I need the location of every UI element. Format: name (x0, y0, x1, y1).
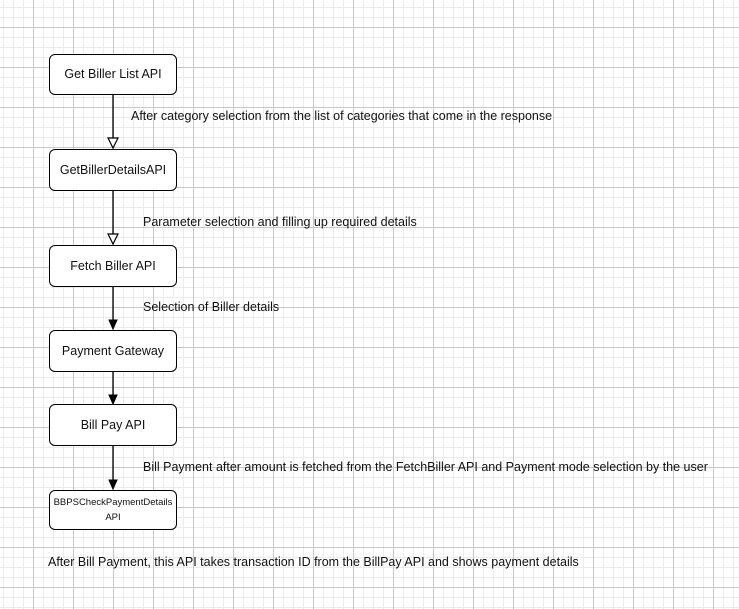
edge-label-bill-payment: Bill Payment after amount is fetched fro… (143, 460, 708, 474)
edge-fetch-biller-to-payment-gateway[interactable] (108, 287, 118, 331)
edge-label-biller-details-selection: Selection of Biller details (143, 300, 280, 314)
edge-label-parameter-selection: Parameter selection and filling up requi… (143, 215, 417, 229)
node-bbps-check-payment-details-api[interactable]: BBPSCheckPaymentDetails API (49, 490, 177, 530)
node-get-biller-details-api[interactable]: GetBillerDetailsAPI (49, 149, 177, 191)
node-get-biller-list-api[interactable]: Get Biller List API (49, 54, 177, 95)
edge-get-biller-list-to-get-biller-details[interactable] (107, 95, 119, 150)
node-fetch-biller-api[interactable]: Fetch Biller API (49, 245, 177, 287)
edge-label-category-selection: After category selection from the list o… (131, 109, 553, 123)
edge-bill-pay-to-bbps-check-payment-details[interactable] (108, 446, 118, 491)
edge-get-biller-details-to-fetch-biller[interactable] (107, 191, 119, 246)
footnote-text: After Bill Payment, this API takes trans… (48, 555, 579, 569)
node-payment-gateway[interactable]: Payment Gateway (49, 330, 177, 372)
node-bill-pay-api[interactable]: Bill Pay API (49, 404, 177, 446)
edge-payment-gateway-to-bill-pay[interactable] (108, 372, 118, 406)
